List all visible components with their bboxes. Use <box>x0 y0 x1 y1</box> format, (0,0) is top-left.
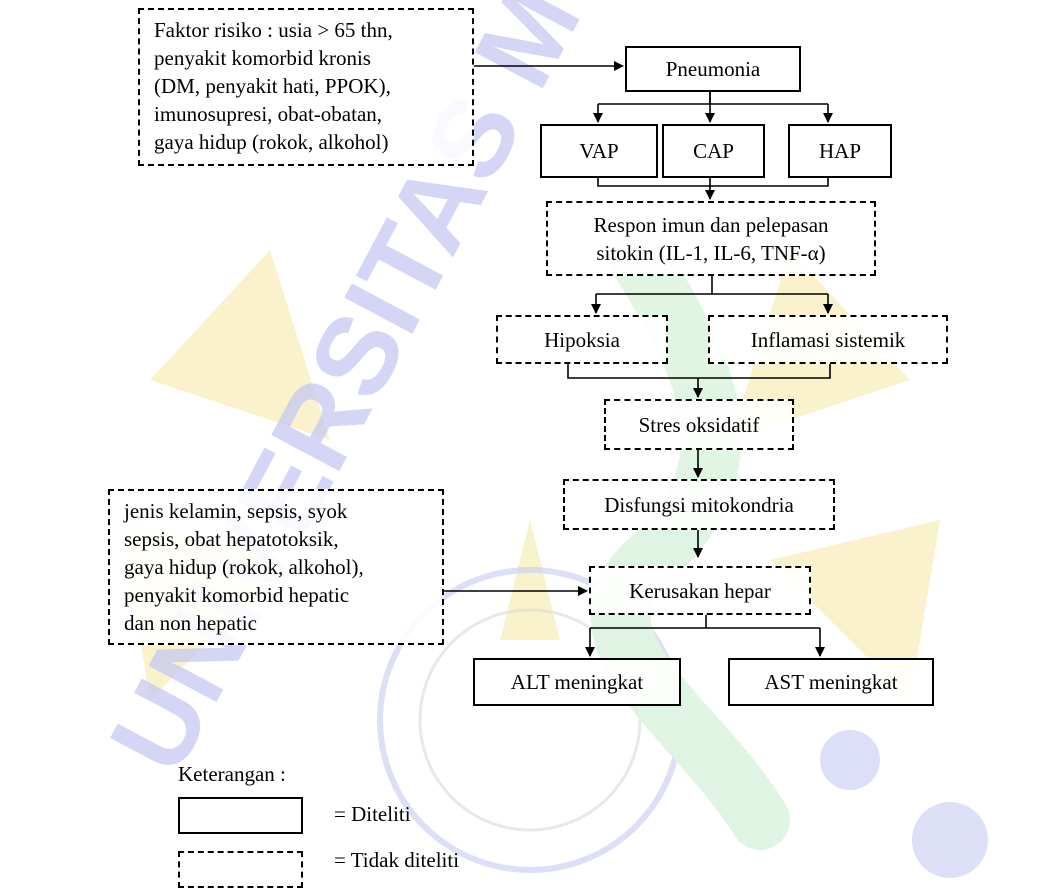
mito-dysfunction-box: Disfungsi mitokondria <box>563 479 835 530</box>
hap-box: HAP <box>788 124 892 178</box>
ast-box: AST meningkat <box>728 658 934 706</box>
legend-title: Keterangan : <box>178 762 286 786</box>
mito-dysfunction-label: Disfungsi mitokondria <box>604 492 794 517</box>
systemic-inflammation-box: Inflamasi sistemik <box>708 315 948 364</box>
oxidative-stress-box: Stres oksidatif <box>604 399 794 450</box>
risk-factors-pneumonia-text: Faktor risiko : usia > 65 thn, penyakit … <box>154 18 393 154</box>
immune-response-box: Respon imun dan pelepasan sitokin (IL-1,… <box>546 201 876 276</box>
systemic-inflammation-label: Inflamasi sistemik <box>750 327 906 352</box>
vap-box: VAP <box>540 124 658 178</box>
alt-label: ALT meningkat <box>510 670 644 694</box>
pneumonia-label: Pneumonia <box>665 57 761 81</box>
legend-solid-label: = Diteliti <box>334 802 411 826</box>
risk-factors-liver-text: jenis kelamin, sepsis, syok sepsis, obat… <box>124 499 364 635</box>
oxidative-stress-label: Stres oksidatif <box>638 412 760 437</box>
cap-label: CAP <box>693 139 734 163</box>
cap-box: CAP <box>662 124 765 178</box>
risk-factors-liver-box: jenis kelamin, sepsis, syok sepsis, obat… <box>108 489 444 645</box>
liver-damage-label: Kerusakan hepar <box>629 578 771 603</box>
hap-label: HAP <box>818 139 861 163</box>
legend-solid-swatch <box>178 797 303 834</box>
immune-response-label: Respon imun dan pelepasan sitokin (IL-1,… <box>593 212 829 265</box>
vap-label: VAP <box>579 139 619 163</box>
legend-dashed-label: = Tidak diteliti <box>334 848 460 872</box>
pneumonia-box: Pneumonia <box>625 46 801 92</box>
liver-damage-box: Kerusakan hepar <box>589 566 811 615</box>
hypoxia-label: Hipoksia <box>544 327 620 352</box>
risk-factors-pneumonia-box: Faktor risiko : usia > 65 thn, penyakit … <box>138 8 474 166</box>
ast-label: AST meningkat <box>764 670 898 694</box>
legend-dashed-swatch <box>178 851 303 888</box>
alt-box: ALT meningkat <box>473 658 681 706</box>
hypoxia-box: Hipoksia <box>496 315 668 364</box>
watermark-emblem <box>377 230 988 878</box>
